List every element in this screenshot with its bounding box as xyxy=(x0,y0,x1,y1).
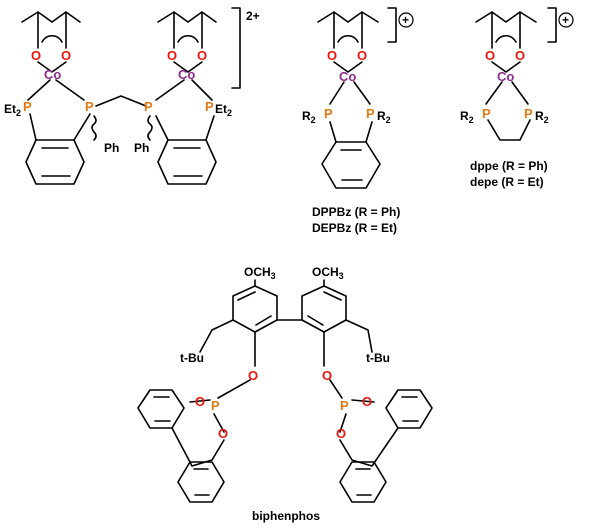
o-atom-4d: O xyxy=(218,426,228,441)
biphenphos-ligand: OCH3 OCH3 t-Bu t-Bu O O P P O O O O biph… xyxy=(137,265,433,523)
p-atom-1d: P xyxy=(205,99,214,114)
dppe-cobalt-complex: O O Co R2 P P R2 + dppe (R = Ph) depe (R… xyxy=(460,7,574,189)
dppbz-cobalt-complex: O O Co R2 P P R2 + DPPBz (R = Ph) DEPBz … xyxy=(302,7,414,235)
o-atom-3b: O xyxy=(515,48,525,63)
o-atom-4c: O xyxy=(195,394,205,409)
o-atom-4a: O xyxy=(248,368,258,383)
plus-label-1: + xyxy=(402,13,409,27)
caption-biphenphos: biphenphos xyxy=(252,509,320,523)
plus-label-2: + xyxy=(562,13,569,27)
et2-label-1: Et2 xyxy=(4,102,21,118)
charge-2plus: 2+ xyxy=(246,9,260,23)
co-atom-4: Co xyxy=(497,69,514,84)
co-atom-1: Co xyxy=(44,67,61,82)
r2-label-3: R2 xyxy=(460,109,474,125)
ph-label-1: Ph xyxy=(104,141,119,155)
r2-label-2: R2 xyxy=(377,109,391,125)
p-atom-1c: P xyxy=(144,99,153,114)
dinuclear-cobalt-complex: O O Co Et2 P P Ph O O Co P P Et2 Ph 2+ xyxy=(4,7,260,185)
o-atom-2b: O xyxy=(357,48,367,63)
co-atom-3: Co xyxy=(339,69,356,84)
o-atom-1b: O xyxy=(61,48,71,63)
et2-label-2: Et2 xyxy=(215,102,232,118)
p-atom-1a: P xyxy=(23,99,32,114)
p-atom-4a: P xyxy=(211,398,220,413)
p-atom-2a: P xyxy=(324,106,333,121)
caption-dppbz: DPPBz (R = Ph) xyxy=(312,205,400,219)
caption-dppe: dppe (R = Ph) xyxy=(470,159,548,173)
o-atom-1d: O xyxy=(197,48,207,63)
r2-label-4: R2 xyxy=(535,109,549,125)
o-atom-4b: O xyxy=(322,368,332,383)
o-atom-1c: O xyxy=(167,48,177,63)
o-atom-4f: O xyxy=(336,426,346,441)
p-atom-2b: P xyxy=(366,106,375,121)
tbu-label-2: t-Bu xyxy=(366,351,390,365)
o-atom-3a: O xyxy=(485,48,495,63)
caption-depbz: DEPBz (R = Et) xyxy=(312,221,397,235)
r2-label-1: R2 xyxy=(302,109,316,125)
o-atom-1a: O xyxy=(31,48,41,63)
ph-label-2: Ph xyxy=(134,141,149,155)
o-atom-2a: O xyxy=(327,48,337,63)
p-atom-3b: P xyxy=(524,106,533,121)
p-atom-4b: P xyxy=(340,398,349,413)
p-atom-3a: P xyxy=(482,106,491,121)
p-atom-1b: P xyxy=(85,99,94,114)
och3-label-2: OCH3 xyxy=(312,265,344,281)
och3-label-1: OCH3 xyxy=(244,265,276,281)
o-atom-4e: O xyxy=(362,394,372,409)
tbu-label-1: t-Bu xyxy=(180,351,204,365)
caption-depe: depe (R = Et) xyxy=(470,175,544,189)
co-atom-2: Co xyxy=(178,67,195,82)
